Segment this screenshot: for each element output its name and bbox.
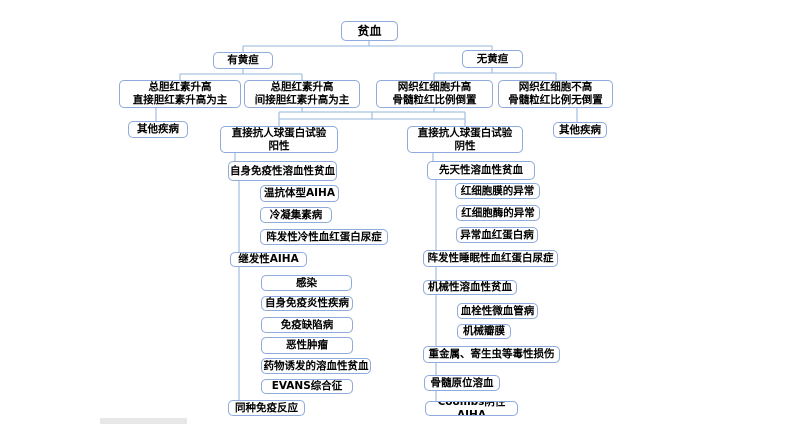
node-marrow-in-situ: 骨髓原位溶血 [424, 375, 500, 391]
connector-jaundice-right-split [433, 68, 557, 80]
node-secondary-aiha: 继发性AIHA [230, 252, 307, 267]
node-other-disease-right: 其他疾病 [553, 122, 607, 138]
node-jaundice-no: 无黄疸 [462, 50, 523, 68]
node-tbil-direct: 总胆红素升高 直接胆红素升高为主 [119, 80, 241, 108]
window-artifact [100, 418, 187, 424]
node-retic-not-high: 网织红细胞不高 骨髓粒红比例无倒置 [498, 80, 613, 108]
node-congenital-hemolytic: 先天性溶血性贫血 [427, 161, 535, 180]
node-anemia: 贫血 [341, 21, 398, 41]
node-rbc-membrane: 红细胞膜的异常 [455, 183, 540, 199]
node-rbc-enzyme: 红细胞酶的异常 [456, 205, 540, 221]
connector-merge-bracket [278, 108, 466, 126]
node-immunodeficiency: 免疫缺陷病 [261, 317, 353, 333]
node-other-disease-left: 其他疾病 [128, 121, 188, 138]
node-dat-positive: 直接抗人球蛋白试验 阳性 [220, 126, 338, 153]
node-jaundice-yes: 有黄疸 [213, 52, 273, 69]
node-coombs-negative-aiha: Coombs阴性AIHA [425, 401, 518, 416]
node-warm-aiha: 温抗体型AIHA [260, 185, 339, 202]
node-toxic-injury: 重金属、寄生虫等毒性损伤 [423, 346, 560, 363]
node-infection: 感染 [261, 275, 352, 291]
node-aiha: 自身免疫性溶血性贫血 [228, 161, 337, 181]
connector-jaundice-left-split [179, 69, 303, 80]
node-evans: EVANS综合征 [261, 379, 353, 394]
node-alloimmune: 同种免疫反应 [228, 400, 305, 416]
node-mechanical-valve: 机械瓣膜 [457, 324, 511, 339]
node-dat-negative: 直接抗人球蛋白试验 阴性 [407, 126, 523, 153]
node-tma: 血栓性微血管病 [457, 303, 538, 319]
node-tbil-indirect: 总胆红素升高 间接胆红素升高为主 [244, 80, 360, 108]
node-malignancy: 恶性肿瘤 [261, 337, 353, 354]
node-hemoglobinopathy: 异常血红蛋白病 [456, 227, 538, 243]
connector-root-split [242, 41, 493, 52]
node-cold-agglutinin: 冷凝集素病 [260, 207, 332, 223]
connector-dat-stubs [234, 153, 434, 161]
node-pnh: 阵发性睡眠性血红蛋白尿症 [423, 250, 558, 267]
node-drug-induced: 药物诱发的溶血性贫血 [261, 358, 371, 374]
node-autoimmune-inflammatory: 自身免疫炎性疾病 [261, 296, 353, 311]
node-mechanical-hemolytic: 机械性溶血性贫血 [423, 280, 517, 295]
node-retic-high: 网织红细胞升高 骨髓粒红比例倒置 [376, 80, 493, 108]
node-pch: 阵发性冷性血红蛋白尿症 [260, 229, 388, 245]
